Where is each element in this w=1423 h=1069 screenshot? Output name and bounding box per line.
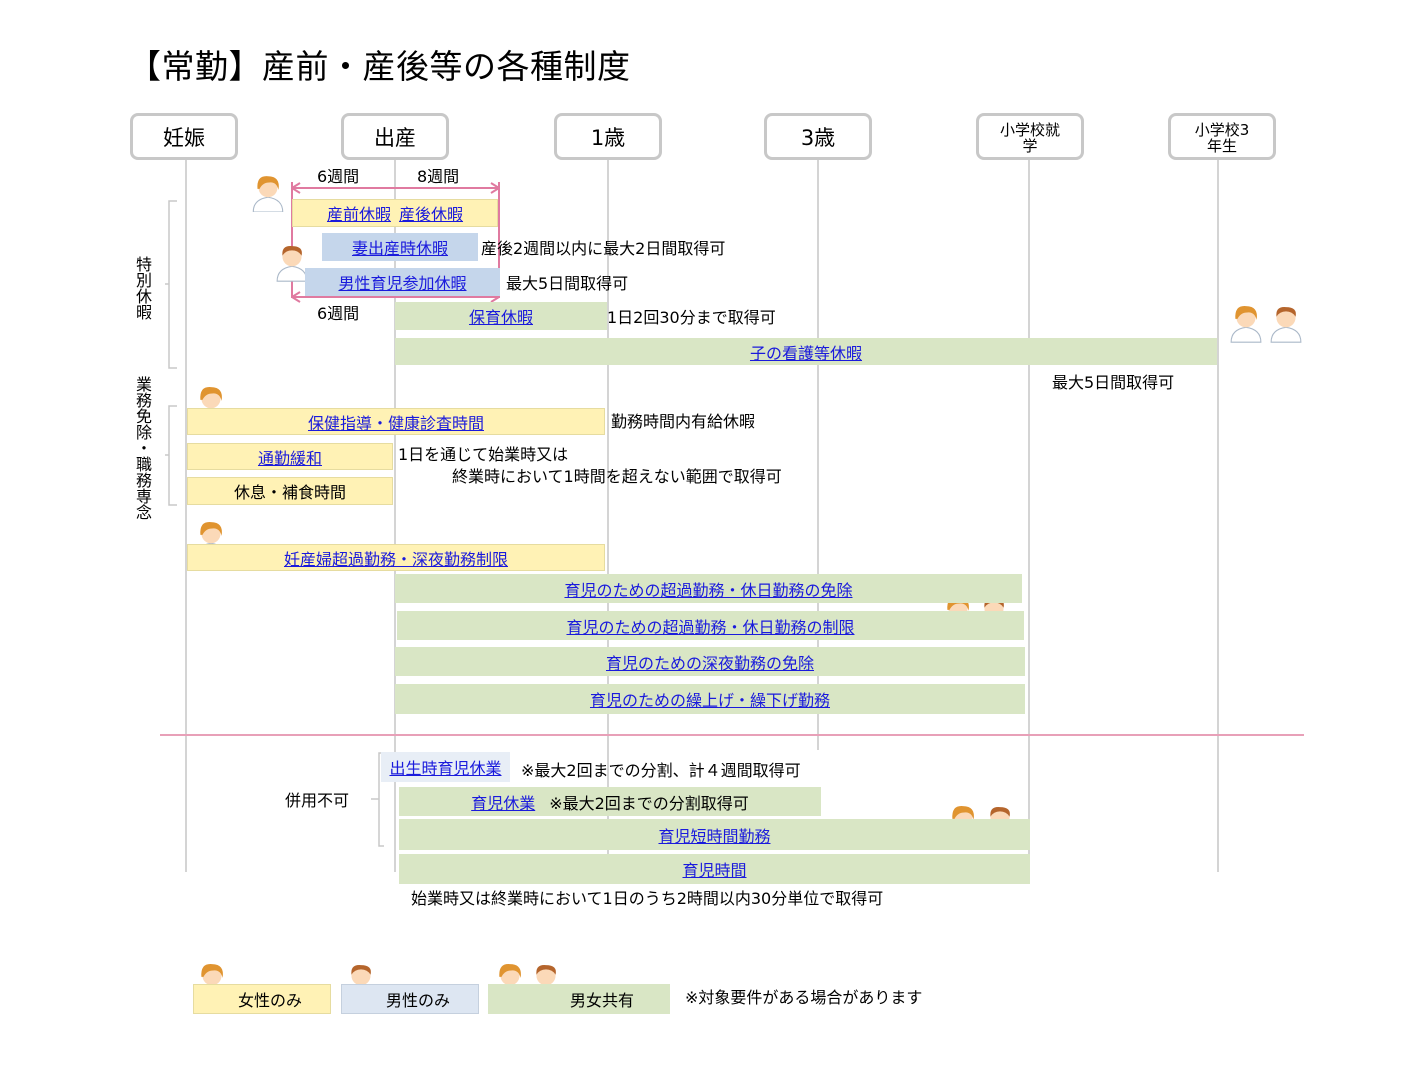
stage-age1: 1歳 <box>554 113 662 160</box>
health-guidance-link[interactable]: 保健指導・健康診査時間 <box>307 413 484 433</box>
childcare-night-exemption-bar: 育児のための深夜勤務の免除 <box>395 647 1025 676</box>
childcare-time-bar: 育児時間 <box>399 854 1030 884</box>
prenatal-postnatal-leave-bar: 産前休暇 産後休暇 <box>292 199 498 227</box>
period-after-top: 8週間 <box>417 167 460 186</box>
health-guidance-bar: 保健指導・健康診査時間 <box>187 408 605 435</box>
commute-relief-bar: 通勤緩和 <box>187 443 393 470</box>
timeline-line-age3 <box>817 160 819 750</box>
page-title: 【常勤】産前・産後等の各種制度 <box>128 47 631 86</box>
childcare-time-note: 始業時又は終業時において1日のうち2時間以内30分単位で取得可 <box>411 889 884 908</box>
childcare-shift-bar: 育児のための繰上げ・繰下げ勤務 <box>395 684 1025 714</box>
nursing-leave-link[interactable]: 保育休暇 <box>468 308 533 327</box>
male-childcare-participation-link[interactable]: 男性育児参加休暇 <box>338 274 467 293</box>
legend-women-only: 女性のみ <box>193 984 331 1014</box>
male-childcare-participation-bar: 男性育児参加休暇 <box>305 268 500 296</box>
childcare-leave-note: ※最大2回までの分割取得可 <box>549 793 749 813</box>
childcare-leave-bar: 育児休業 ※最大2回までの分割取得可 <box>399 787 821 816</box>
wife-childbirth-leave-bar: 妻出産時休暇 <box>322 233 478 261</box>
maternity-overtime-limit-link[interactable]: 妊産婦超過勤務・深夜勤務制限 <box>283 549 508 569</box>
duty-exemption-bracket <box>165 405 177 506</box>
childcare-leave-link[interactable]: 育児休業 <box>471 793 536 813</box>
rest-meal-label: 休息・補食時間 <box>233 483 346 502</box>
not-combinable-label: 併用不可 <box>285 791 350 810</box>
childcare-shift-link[interactable]: 育児のための繰上げ・繰下げ勤務 <box>589 691 830 710</box>
legend-men-only: 男性のみ <box>341 984 479 1014</box>
wife-childbirth-note: 産後2週間以内に最大2日間取得可 <box>481 239 726 258</box>
woman-icon <box>252 175 284 212</box>
nursing-leave-bar: 保育休暇 <box>395 302 607 330</box>
commute-note-line1: 1日を通じて始業時又は <box>398 445 569 464</box>
child-care-leave-bar: 子の看護等休暇 <box>395 338 1217 365</box>
timeline-line-pregnancy <box>185 160 187 872</box>
man-icon <box>276 245 308 282</box>
childcare-overtime-restriction-bar: 育児のための超過勤務・休日勤務の制限 <box>397 611 1024 640</box>
woman-icon <box>1230 305 1262 343</box>
stage-pregnancy: 妊娠 <box>130 113 238 160</box>
child-care-leave-link[interactable]: 子の看護等休暇 <box>749 343 862 363</box>
birth-time-note: ※最大2回までの分割、計４週間取得可 <box>521 761 801 780</box>
special-leave-label: 特別休暇 <box>133 256 152 320</box>
child-care-note: 最大5日間取得可 <box>1052 373 1175 392</box>
childcare-overtime-restriction-link[interactable]: 育児のための超過勤務・休日勤務の制限 <box>566 617 855 637</box>
period-frame <box>291 188 500 298</box>
legend-footnote: ※対象要件がある場合があります <box>685 988 923 1007</box>
legend-women-only-label: 女性のみ <box>238 991 303 1010</box>
rest-meal-bar: 休息・補食時間 <box>187 477 393 505</box>
timeline-line-age1 <box>607 160 609 872</box>
stage-age3: 3歳 <box>764 113 872 160</box>
childcare-short-hours-link[interactable]: 育児短時間勤務 <box>658 826 771 846</box>
childcare-overtime-exemption-link[interactable]: 育児のための超過勤務・休日勤務の免除 <box>564 580 853 600</box>
stage-birth: 出産 <box>341 113 449 160</box>
legend-both-label: 男女共有 <box>570 991 635 1010</box>
nursing-note: 1日2回30分まで取得可 <box>607 308 776 327</box>
postnatal-leave-link[interactable]: 産後休暇 <box>399 205 464 224</box>
health-guidance-note: 勤務時間内有給休暇 <box>611 412 756 431</box>
male-participation-note: 最大5日間取得可 <box>506 274 629 293</box>
period-before-bottom: 6週間 <box>317 304 360 323</box>
maternity-overtime-limit-bar: 妊産婦超過勤務・深夜勤務制限 <box>187 544 605 571</box>
stage-school-entry: 小学校就 学 <box>976 113 1084 160</box>
duty-exemption-label: 業務免除・職務専念 <box>133 376 152 520</box>
legend-men-only-label: 男性のみ <box>386 991 451 1010</box>
commute-relief-link[interactable]: 通勤緩和 <box>257 448 322 468</box>
period-arrow-bottom <box>291 291 500 303</box>
legend-both: 男女共有 <box>488 984 670 1014</box>
childcare-overtime-exemption-bar: 育児のための超過勤務・休日勤務の免除 <box>395 574 1022 603</box>
birth-time-childcare-leave-bar: 出生時育児休業 <box>381 752 510 782</box>
timeline-line-grade3 <box>1217 160 1219 872</box>
commute-note-line2: 終業時において1時間を超えない範囲で取得可 <box>452 467 782 486</box>
childcare-time-link[interactable]: 育児時間 <box>682 861 747 880</box>
childcare-short-hours-bar: 育児短時間勤務 <box>399 819 1030 850</box>
stage-grade3: 小学校3 年生 <box>1168 113 1276 160</box>
prenatal-leave-link[interactable]: 産前休暇 <box>326 205 391 224</box>
wife-childbirth-leave-link[interactable]: 妻出産時休暇 <box>351 239 448 258</box>
birth-time-childcare-leave-link[interactable]: 出生時育児休業 <box>389 759 502 778</box>
period-before-top: 6週間 <box>317 167 360 186</box>
timeline-line-school <box>1028 160 1030 872</box>
childcare-night-exemption-link[interactable]: 育児のための深夜勤務の免除 <box>605 653 814 673</box>
section-separator <box>160 734 1304 736</box>
timeline-line-birth <box>394 160 396 872</box>
man-icon <box>1270 306 1302 343</box>
special-leave-bracket <box>165 200 177 369</box>
